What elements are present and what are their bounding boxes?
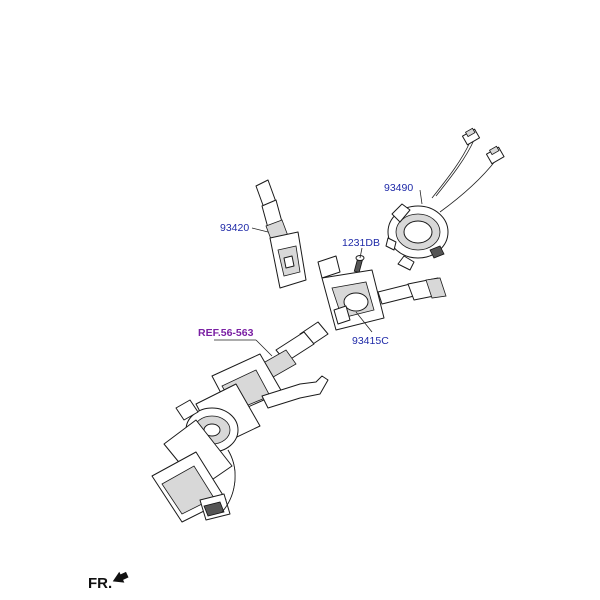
connector-lower	[485, 145, 505, 165]
leader-1231db	[359, 247, 363, 259]
connector-upper	[461, 127, 481, 146]
leader-ref-diag	[255, 339, 273, 357]
part-label-93415c: 93415C	[352, 335, 389, 347]
steering-column	[151, 321, 329, 523]
front-orientation-marker: FR.	[88, 571, 129, 592]
reference-label: REF.56-563	[198, 327, 254, 339]
front-arrow-icon	[112, 571, 129, 583]
part-label-93420: 93420	[220, 222, 249, 234]
multifunction-switch-assembly	[317, 255, 447, 331]
front-label: FR.	[88, 575, 112, 592]
bolt	[353, 255, 365, 274]
clock-spring-assembly	[385, 127, 505, 271]
clock-spring-ring	[385, 203, 449, 271]
light-switch-assembly	[255, 179, 307, 289]
part-label-1231db: 1231DB	[342, 237, 380, 249]
part-label-93490: 93490	[384, 182, 413, 194]
leader-93490	[419, 189, 423, 205]
leader-93415c	[355, 311, 373, 333]
leader-lines	[214, 189, 423, 357]
leader-93420	[251, 227, 269, 233]
